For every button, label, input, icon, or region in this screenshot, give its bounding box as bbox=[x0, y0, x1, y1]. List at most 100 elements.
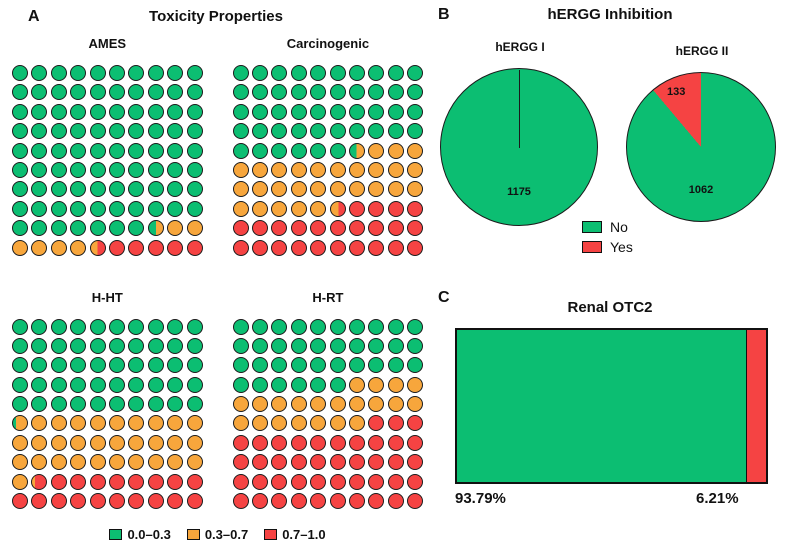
waffle-dot bbox=[232, 161, 249, 178]
waffle-dot bbox=[387, 434, 404, 451]
waffle-dot bbox=[186, 65, 203, 81]
waffle-grid-area: AMES Carcinogenic H-HT H-RT bbox=[12, 36, 424, 510]
waffle-dot bbox=[271, 239, 288, 256]
pie-hergg-2-title: hERGG II bbox=[675, 44, 729, 58]
waffle-dot bbox=[290, 181, 307, 198]
waffle-dot bbox=[50, 434, 67, 451]
waffle-dot bbox=[70, 123, 87, 140]
legend-label: 0.7–1.0 bbox=[282, 527, 326, 542]
waffle-dot bbox=[310, 220, 327, 237]
waffle-dot bbox=[147, 434, 164, 451]
waffle-dot bbox=[147, 357, 164, 374]
waffle-dot bbox=[128, 357, 145, 374]
waffle-dot bbox=[128, 181, 145, 198]
waffle-dot bbox=[368, 337, 385, 354]
waffle-dot bbox=[89, 142, 106, 159]
waffle-dot bbox=[108, 337, 125, 354]
waffle-dot bbox=[147, 84, 164, 101]
waffle-dot bbox=[271, 376, 288, 393]
renal-otc2-red-pct: 6.21% bbox=[696, 490, 739, 507]
waffle-dot bbox=[348, 318, 365, 335]
waffle-dot bbox=[50, 220, 67, 237]
red-swatch-icon bbox=[264, 529, 278, 540]
waffle-dot bbox=[310, 200, 327, 217]
waffle-dot bbox=[167, 161, 184, 178]
waffle-dot bbox=[167, 65, 184, 81]
waffle-dot bbox=[186, 376, 203, 393]
waffle-dot bbox=[271, 454, 288, 471]
waffle-dot bbox=[50, 376, 67, 393]
waffle-dot bbox=[251, 337, 268, 354]
waffle-dot bbox=[310, 396, 327, 413]
waffle-dot bbox=[271, 473, 288, 490]
waffle-dot bbox=[186, 434, 203, 451]
waffle-dot bbox=[70, 200, 87, 217]
waffle-dot bbox=[348, 396, 365, 413]
waffle-dot bbox=[108, 220, 125, 237]
waffle-dot bbox=[407, 357, 424, 374]
waffle-dot bbox=[310, 454, 327, 471]
waffle-dot bbox=[50, 103, 67, 120]
waffle-dot bbox=[108, 434, 125, 451]
waffle-dot bbox=[167, 200, 184, 217]
waffle-dot bbox=[186, 181, 203, 198]
waffle-dot bbox=[128, 123, 145, 140]
waffle-dot bbox=[310, 415, 327, 432]
waffle-dot bbox=[186, 123, 203, 140]
waffle-dot bbox=[407, 65, 424, 81]
waffle-dot bbox=[31, 318, 48, 335]
waffle-dot bbox=[147, 337, 164, 354]
waffle-dot bbox=[70, 220, 87, 237]
waffle-dot bbox=[232, 318, 249, 335]
waffle-dot bbox=[407, 376, 424, 393]
waffle-dot bbox=[251, 434, 268, 451]
pie-hergg-1-block: hERGG I 1175 bbox=[440, 40, 600, 226]
waffle-dot bbox=[368, 454, 385, 471]
waffle-dot bbox=[368, 220, 385, 237]
waffle-dot bbox=[12, 337, 28, 354]
waffle-dot bbox=[251, 84, 268, 101]
waffle-dot bbox=[290, 220, 307, 237]
waffle-dot bbox=[407, 181, 424, 198]
waffle-dot bbox=[232, 200, 249, 217]
waffle-dot bbox=[89, 337, 106, 354]
waffle-dot bbox=[12, 103, 28, 120]
waffle-dot bbox=[167, 357, 184, 374]
waffle-dot bbox=[310, 318, 327, 335]
waffle-dot bbox=[12, 181, 28, 198]
panel-hergg-inhibition: B hERGG Inhibition hERGG I 1175 hERGG II… bbox=[432, 0, 788, 285]
waffle-dot bbox=[128, 84, 145, 101]
waffle-dot bbox=[167, 318, 184, 335]
waffle-dot bbox=[348, 415, 365, 432]
waffle-dot bbox=[387, 357, 404, 374]
waffle-dot bbox=[290, 123, 307, 140]
waffle-dot bbox=[128, 142, 145, 159]
waffle-dot bbox=[290, 318, 307, 335]
waffle-dot bbox=[348, 376, 365, 393]
waffle-dot bbox=[310, 473, 327, 490]
waffle-dot bbox=[387, 493, 404, 510]
panel-a-letter: A bbox=[28, 8, 40, 25]
waffle-dot bbox=[387, 220, 404, 237]
waffle-dot bbox=[147, 454, 164, 471]
waffle-dot bbox=[108, 239, 125, 256]
waffle-dot bbox=[12, 84, 28, 101]
waffle-dot bbox=[89, 123, 106, 140]
waffle-dot bbox=[387, 65, 404, 81]
waffle-dot bbox=[368, 318, 385, 335]
waffle-dot bbox=[271, 220, 288, 237]
waffle-dot bbox=[108, 454, 125, 471]
waffle-dot bbox=[290, 357, 307, 374]
waffle-dot bbox=[329, 357, 346, 374]
waffle-dot bbox=[232, 220, 249, 237]
waffle-dot bbox=[232, 239, 249, 256]
waffle-dot bbox=[70, 337, 87, 354]
waffle-dot bbox=[167, 239, 184, 256]
renal-otc2-bar bbox=[455, 328, 768, 484]
waffle-dot bbox=[12, 415, 28, 432]
waffle-dot bbox=[147, 415, 164, 432]
waffle-dot bbox=[186, 84, 203, 101]
orange-swatch-icon bbox=[186, 529, 200, 540]
waffle-dot bbox=[31, 434, 48, 451]
waffle-dot bbox=[167, 473, 184, 490]
